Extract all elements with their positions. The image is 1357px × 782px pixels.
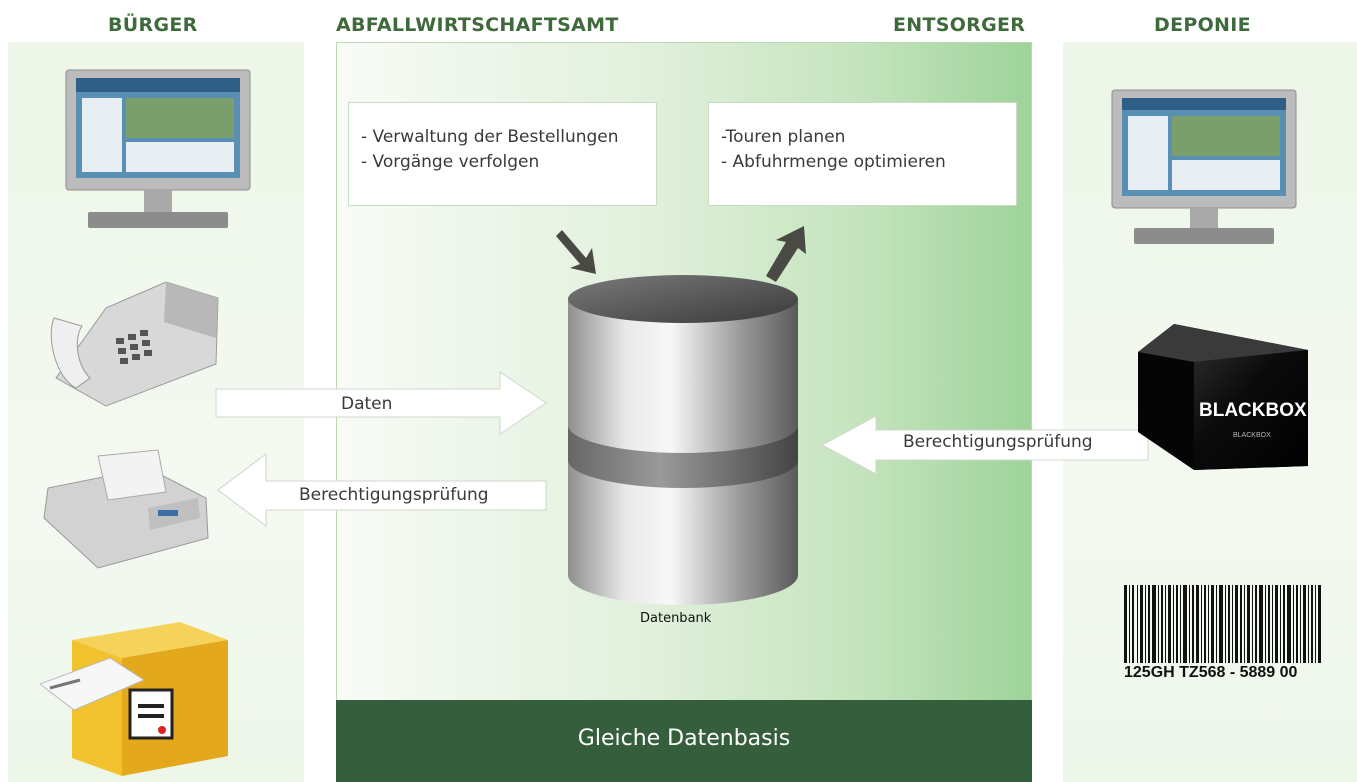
header-buerger: BÜRGER <box>108 14 198 36</box>
entsorger-task-line-1: -Touren planen <box>721 127 846 147</box>
daten-arrow-icon <box>215 371 547 435</box>
footer-bar: Gleiche Datenbasis <box>336 700 1032 782</box>
database-icon <box>568 275 798 605</box>
header-abfallwirtschaftsamt: ABFALLWIRTSCHAFTSAMT <box>336 14 619 36</box>
entsorger-task-line-2: - Abfuhrmenge optimieren <box>721 152 946 172</box>
blackbox-icon <box>1138 324 1308 470</box>
header-entsorger: ENTSORGER <box>893 14 1026 36</box>
amt-task-line-1: - Verwaltung der Bestellungen <box>361 127 619 147</box>
mailbox-icon <box>40 622 228 776</box>
blackbox-title: BLACKBOX <box>1199 400 1307 421</box>
monitor-icon <box>65 69 251 228</box>
berechtigung-right-label: Berechtigungsprüfung <box>903 432 1093 452</box>
berechtigung-left-label: Berechtigungsprüfung <box>299 485 489 505</box>
amt-task-line-2: - Vorgänge verfolgen <box>361 152 540 172</box>
entsorger-task-box: -Touren planen - Abfuhrmenge optimieren <box>708 102 1017 206</box>
berechtigung-right-arrow-icon <box>820 415 1149 475</box>
amt-task-box: - Verwaltung der Bestellungen - Vorgänge… <box>348 102 657 206</box>
berechtigung-left-arrow-icon <box>217 453 547 527</box>
footer-label: Gleiche Datenbasis <box>577 726 791 751</box>
arrow-out-of-database-icon <box>766 226 806 282</box>
telephone-icon <box>50 281 219 407</box>
daten-arrow-label: Daten <box>341 394 393 414</box>
fax-icon <box>43 449 209 569</box>
blackbox-subtitle: BLACKBOX <box>1233 432 1271 439</box>
database-label: Datenbank <box>640 611 712 626</box>
header-deponie: DEPONIE <box>1154 14 1251 36</box>
barcode-text: 125GH TZ568 - 5889 00 <box>1124 664 1298 681</box>
barcode-icon <box>1124 585 1321 663</box>
monitor-icon <box>1111 89 1297 244</box>
arrow-into-database-icon <box>556 230 596 274</box>
